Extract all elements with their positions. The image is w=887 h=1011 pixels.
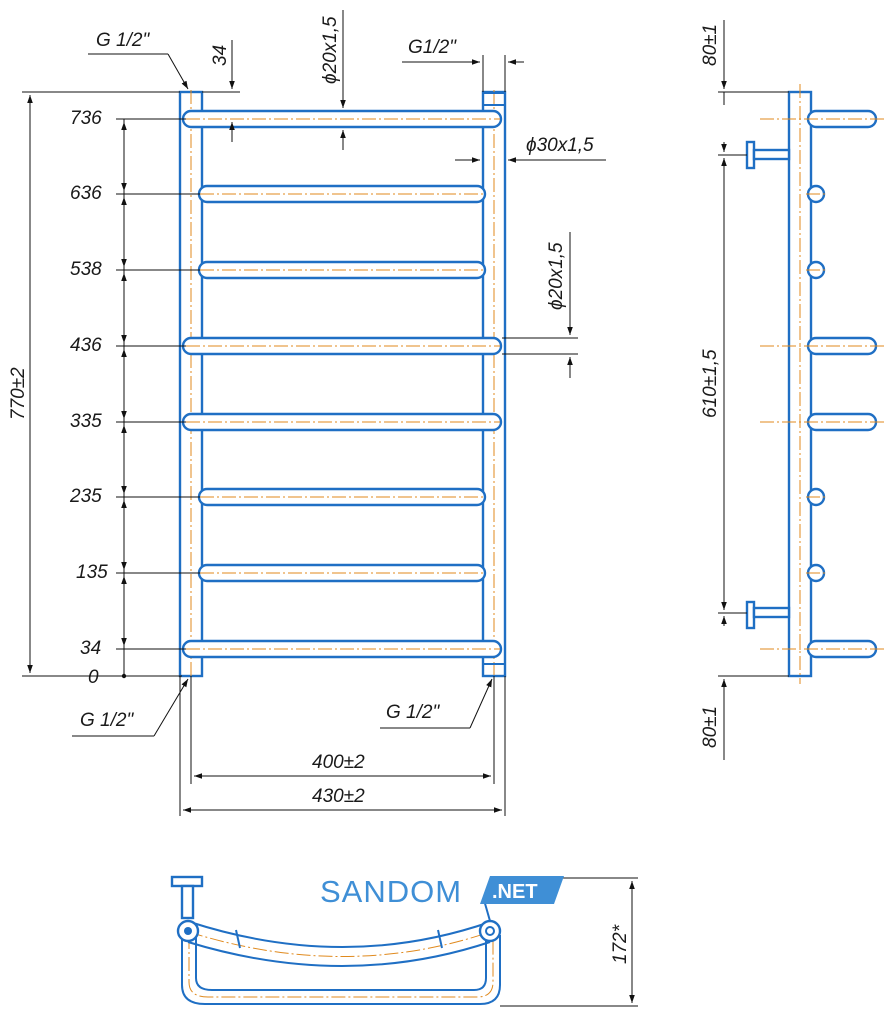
top-view-outer-rung [181,935,501,1005]
rung-diameter-top-label: ϕ20x1,5 [320,16,341,84]
height-label-135: 135 [76,562,108,583]
height-label-34: 34 [80,638,101,659]
height-label-636: 636 [70,183,102,204]
side-bottom-offset-label: 80±1 [700,706,721,748]
front-view: 736 636 538 436 335 235 135 34 0 770±2 G… [8,10,606,816]
height-label-736: 736 [70,108,102,129]
height-label-538: 538 [70,259,102,280]
width-outer-label: 430±2 [312,786,365,807]
height-label-436: 436 [70,335,102,356]
wall-bracket-bottom [745,600,791,630]
height-label-235: 235 [69,486,102,507]
brand-name: SANDOM [320,874,462,909]
top-offset-label: 34 [210,45,231,66]
side-mount-distance-label: 610±1,5 [700,349,721,418]
thread-bottom-left-label: G 1/2" [80,710,134,731]
brand-tld: .NET [492,881,538,903]
height-label-0: 0 [88,667,99,688]
brand-watermark: SANDOM .NET [320,874,564,909]
top-view-fitting [170,875,204,888]
fitting-top-right [482,92,506,106]
side-top-offset-label: 80±1 [700,24,721,66]
side-view: 80±1 610±1,5 80±1 [700,20,884,760]
thread-bottom-right-label: G 1/2" [386,702,440,723]
brand-tld-badge [480,876,564,904]
thread-top-left-label: G 1/2" [96,30,150,51]
height-label-335: 335 [70,411,102,432]
wall-bracket-top [745,140,791,170]
rung-diameter-mid-label: ϕ20x1,5 [546,242,567,310]
top-view-curved-rung [189,921,491,948]
depth-label: 172* [610,924,631,964]
top-view-collector-right [478,919,502,943]
top-view: 172* [170,875,638,1007]
collector-diameter-label: ϕ30x1,5 [526,135,594,156]
thread-top-right-label: G1/2" [408,37,457,58]
total-height-label: 770±2 [8,367,29,420]
width-inner-label: 400±2 [312,752,365,773]
